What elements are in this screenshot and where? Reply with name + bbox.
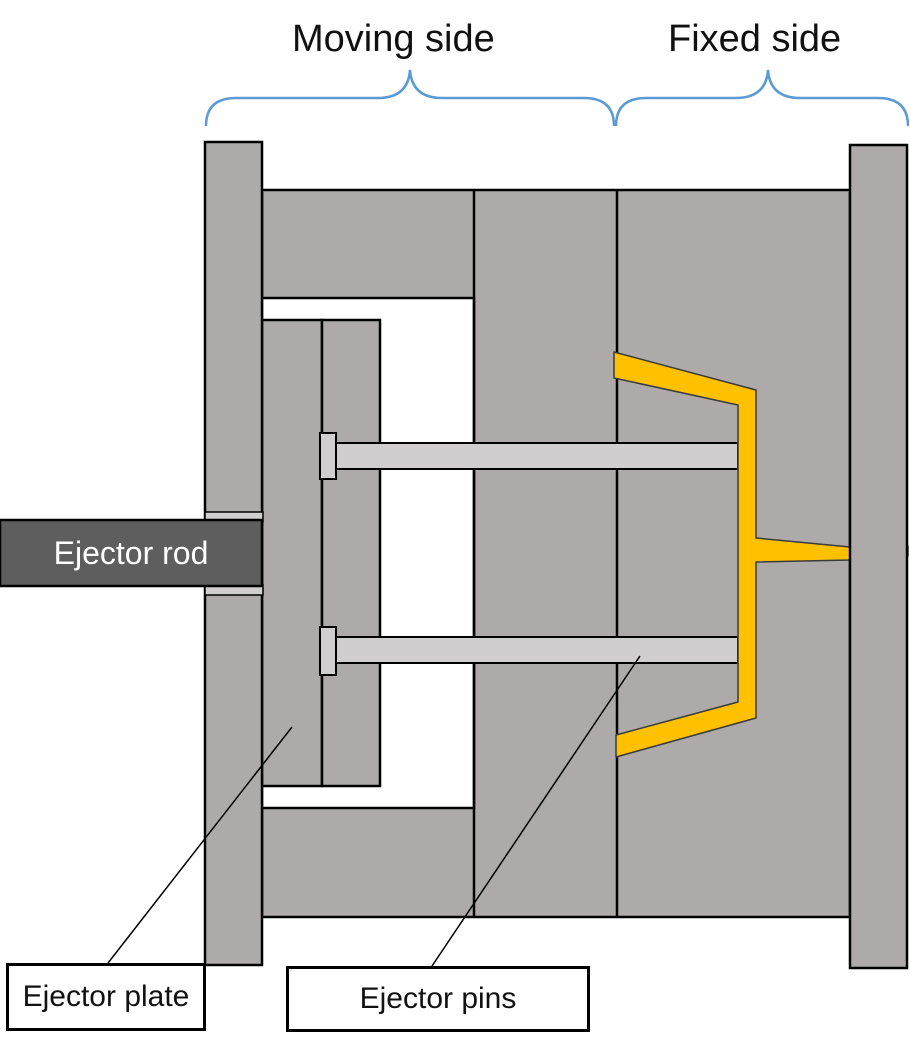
ejector-pin-bottom-head: [319, 626, 337, 676]
fixed-clamp-plate: [848, 143, 909, 970]
ejector-retainer-plate: [320, 318, 382, 788]
fixed-side-label: Fixed side: [668, 18, 842, 60]
ejector-rod-label: Ejector rod: [53, 534, 209, 571]
ejector-plate: [260, 318, 324, 788]
ejector-pin-top: [333, 442, 739, 470]
molded-part: [613, 351, 909, 758]
ejector-pin-bottom: [333, 636, 739, 664]
moving-side-label: Moving side: [292, 18, 495, 60]
fixed-side-brace: [614, 69, 910, 127]
moving-side-brace: [204, 69, 616, 127]
ejector-plate-label: Ejector plate: [6, 963, 206, 1031]
ejector-pin-top-head: [319, 432, 337, 480]
ejector-rod: [0, 518, 264, 588]
ejector-plate-leader: [107, 726, 293, 964]
ejector-pins-label: Ejector pins: [286, 966, 590, 1032]
ejector-pins-leader: [431, 655, 641, 967]
